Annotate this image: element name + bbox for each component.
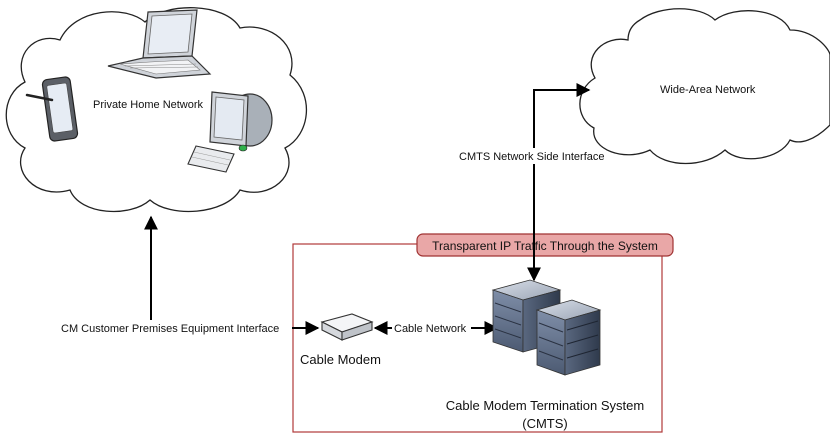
desktop-computer-icon [187, 91, 273, 173]
cable-modem-label: Cable Modem [300, 352, 381, 367]
cmts-to-wan-arrow [527, 83, 591, 282]
wide-area-network-label: Wide-Area Network [660, 84, 756, 96]
tablet-icon [25, 76, 79, 142]
transparent-ip-traffic-label: Transparent IP Traffic Through the Syste… [432, 239, 658, 253]
cable-network-label: Cable Network [394, 323, 467, 335]
server-rack-icon [491, 279, 602, 376]
laptop-icon [107, 9, 212, 79]
cmts-network-side-interface-label: CMTS Network Side Interface [459, 151, 605, 163]
cmts-label-line1: Cable Modem Termination System [446, 398, 644, 413]
cable-modem-icon [320, 313, 374, 341]
cmts-label-line2: (CMTS) [522, 416, 568, 431]
private-home-network-label: Private Home Network [93, 99, 204, 111]
wide-area-network-cloud [579, 8, 830, 165]
cm-cpe-interface-label: CM Customer Premises Equipment Interface [61, 323, 279, 335]
